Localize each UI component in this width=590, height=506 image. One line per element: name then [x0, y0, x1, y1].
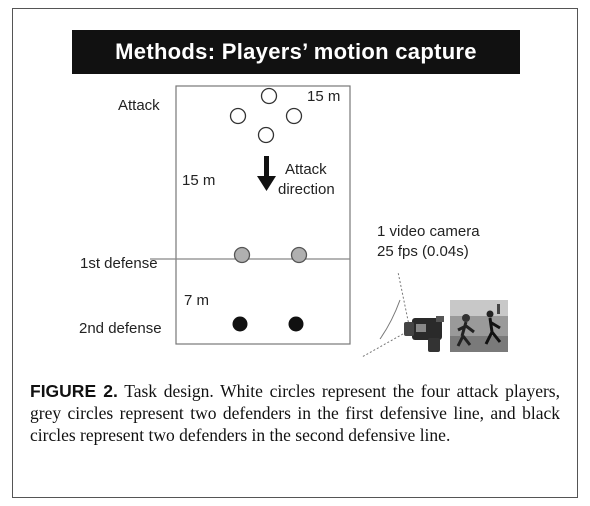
figure-banner: Methods: Players’ motion capture [72, 30, 520, 74]
figure-caption: FIGURE 2. Task design. White circles rep… [30, 380, 560, 446]
attack-depth-distance: 15 m [182, 172, 215, 189]
direction-label-line2: direction [278, 181, 335, 198]
figure-caption-lead: FIGURE 2. [30, 381, 118, 401]
first-defense-label: 1st defense [80, 255, 158, 272]
camera-view-angle [361, 271, 411, 358]
first-defense-player [233, 246, 251, 264]
attack-label: Attack [118, 97, 160, 114]
attack-direction-arrow [257, 156, 276, 191]
second-defense-player [232, 316, 248, 332]
attack-player [257, 126, 275, 144]
camera-label-line1: 1 video camera [377, 223, 480, 240]
camera-label-line2: 25 fps (0.04s) [377, 243, 469, 260]
figure-caption-text: Task design. White circles represent the… [30, 381, 560, 445]
figure-frame [12, 8, 578, 498]
defense-gap-distance: 7 m [184, 292, 209, 309]
attack-width-distance: 15 m [307, 88, 340, 105]
players-photo-thumbnail [450, 300, 508, 352]
second-defense-player [288, 316, 304, 332]
video-camera-icon [404, 316, 444, 352]
second-defense-label: 2nd defense [79, 320, 162, 337]
attack-player [229, 107, 247, 125]
attack-player [285, 107, 303, 125]
banner-title: Methods: Players’ motion capture [115, 39, 477, 64]
direction-label-line1: Attack [285, 161, 327, 178]
field-outline [175, 85, 351, 345]
first-defense-player [290, 246, 308, 264]
attack-player [260, 87, 278, 105]
